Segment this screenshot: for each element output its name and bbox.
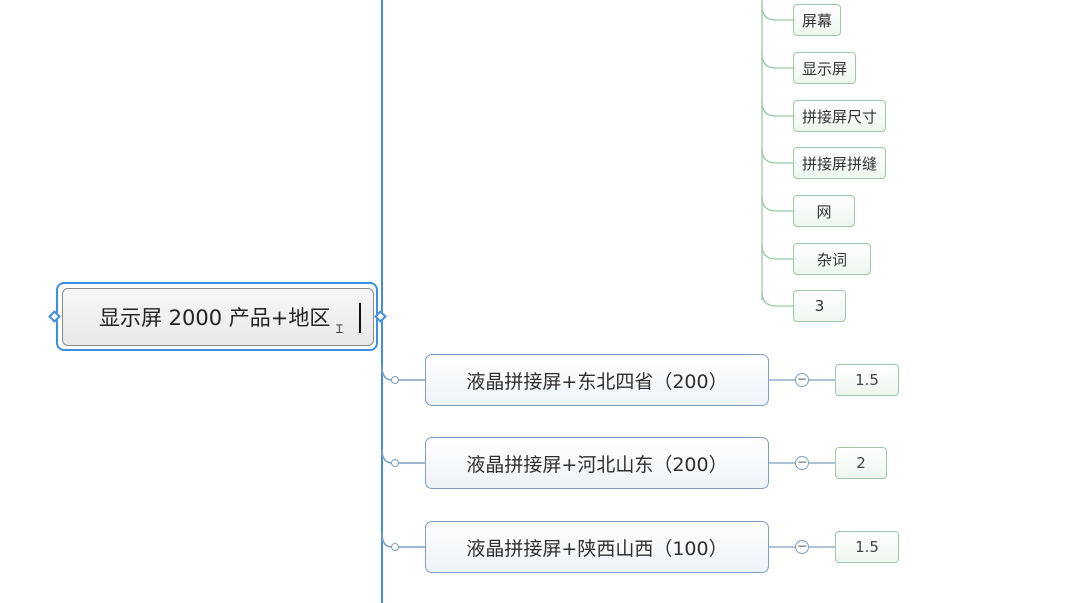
- ibeam-cursor-icon: Ɪ: [336, 322, 343, 336]
- keyword-node[interactable]: 显示屏: [793, 52, 857, 84]
- keyword-node[interactable]: 3: [793, 290, 846, 322]
- keyword-node[interactable]: 拼接屏拼缝: [793, 147, 887, 179]
- branch-node[interactable]: 液晶拼接屏+河北山东（200）: [425, 437, 769, 489]
- keyword-node[interactable]: 屏幕: [793, 4, 842, 36]
- connector-dot-icon: [391, 459, 399, 467]
- branch-node[interactable]: 液晶拼接屏+陕西山西（100）: [425, 521, 769, 573]
- collapse-toggle-icon[interactable]: −: [795, 539, 809, 554]
- collapse-toggle-icon[interactable]: −: [795, 372, 809, 387]
- text-cursor: [359, 303, 361, 333]
- value-node[interactable]: 1.5: [835, 364, 899, 396]
- value-node[interactable]: 2: [835, 447, 887, 479]
- keyword-node[interactable]: 杂词: [793, 243, 871, 275]
- value-node[interactable]: 1.5: [835, 531, 899, 563]
- connector-dot-icon: [391, 543, 399, 551]
- central-topic[interactable]: 显示屏 2000 产品+地区: [62, 288, 374, 346]
- collapse-toggle-icon[interactable]: −: [795, 455, 809, 470]
- keyword-node[interactable]: 网: [793, 195, 855, 227]
- branch-node[interactable]: 液晶拼接屏+东北四省（200）: [425, 354, 769, 406]
- connector-dot-icon: [391, 376, 399, 384]
- keyword-node[interactable]: 拼接屏尺寸: [793, 100, 887, 132]
